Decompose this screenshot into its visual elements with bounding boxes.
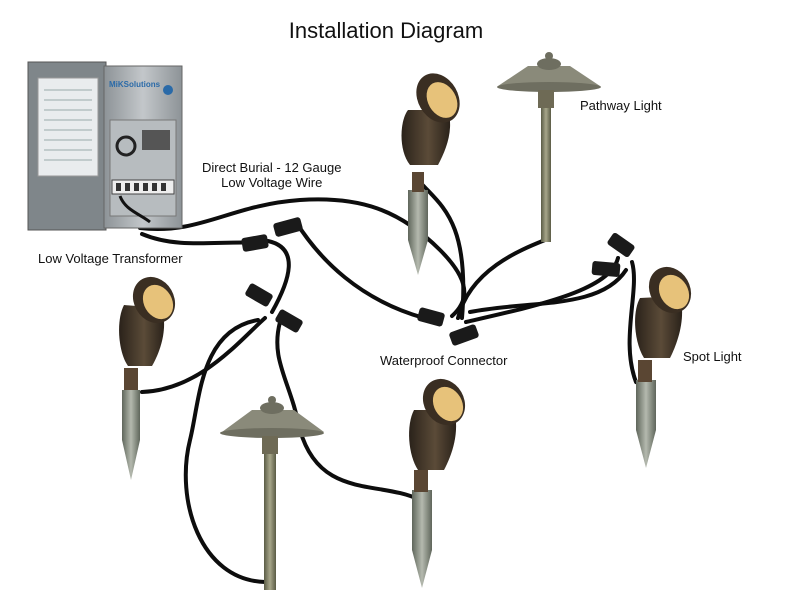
label-spot-light: Spot Light <box>683 349 742 364</box>
wire-left-junction <box>266 239 291 314</box>
spot-light-left <box>119 276 176 480</box>
connector-3 <box>245 283 273 307</box>
spot-light-bottom <box>409 378 466 588</box>
label-wire-line1: Direct Burial - 12 Gauge <box>202 160 342 175</box>
diagram-title: Installation Diagram <box>288 18 484 43</box>
connector-4 <box>275 309 303 333</box>
label-low-voltage-transformer: Low Voltage Transformer <box>38 251 183 266</box>
pathway-light-bottom <box>220 396 324 590</box>
wire-right-spot <box>468 268 628 314</box>
wire-connector-down <box>294 220 426 320</box>
wire-spot-right-lamp <box>627 260 638 384</box>
label-wire-line2: Low Voltage Wire <box>221 175 323 190</box>
brand-logo-text: MiKSolutions <box>109 80 161 89</box>
connector-2 <box>273 217 303 237</box>
spot-light-right <box>635 266 692 468</box>
connector-8 <box>591 261 621 277</box>
wire-pathway-top <box>456 238 547 320</box>
waterproof-connectors <box>241 217 635 346</box>
pathway-light-top <box>497 52 601 242</box>
low-voltage-transformer <box>27 61 183 231</box>
wire-bottom-spot <box>275 320 422 502</box>
logo-icon <box>163 85 173 95</box>
connector-6 <box>449 324 479 346</box>
connector-1 <box>241 234 269 252</box>
wires <box>138 180 638 584</box>
connector-7 <box>607 232 635 258</box>
wire-upper-spot <box>418 180 466 320</box>
label-pathway-light: Pathway Light <box>580 98 662 113</box>
label-direct-burial-wire: Direct Burial - 12 Gauge Low Voltage Wir… <box>202 160 341 190</box>
label-waterproof-connector: Waterproof Connector <box>380 353 508 368</box>
wire-left-loop <box>183 318 267 584</box>
wire-left-spot <box>140 316 267 394</box>
spot-light-top <box>401 73 460 275</box>
connector-5 <box>417 307 445 327</box>
